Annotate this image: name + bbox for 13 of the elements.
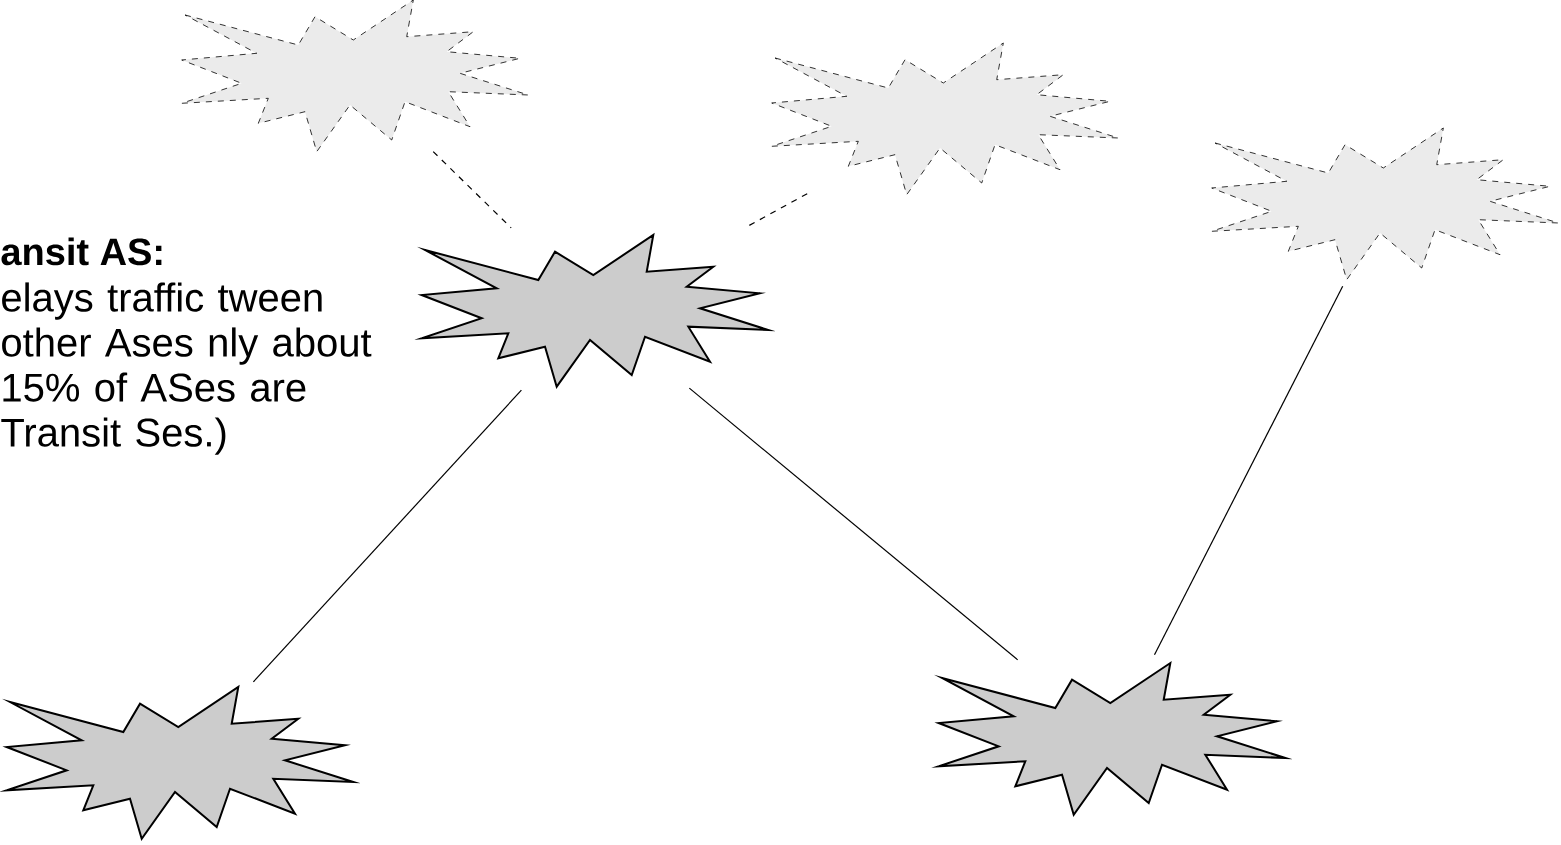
connector-line	[1153, 285, 1344, 656]
starburst	[0, 684, 361, 841]
starburst	[1211, 127, 1559, 281]
connector-line	[688, 387, 1019, 661]
starburst	[931, 660, 1293, 817]
starburst	[771, 42, 1119, 196]
connector-line	[748, 192, 809, 226]
description: elays traffic tween other Ases nly about 15% of ASes are Transit Ses.)	[1, 282, 372, 455]
connector-line	[432, 151, 512, 229]
heading: ansit AS:	[1, 237, 162, 266]
starburst	[181, 0, 529, 153]
connector-line	[252, 389, 522, 683]
starburst	[414, 232, 776, 389]
